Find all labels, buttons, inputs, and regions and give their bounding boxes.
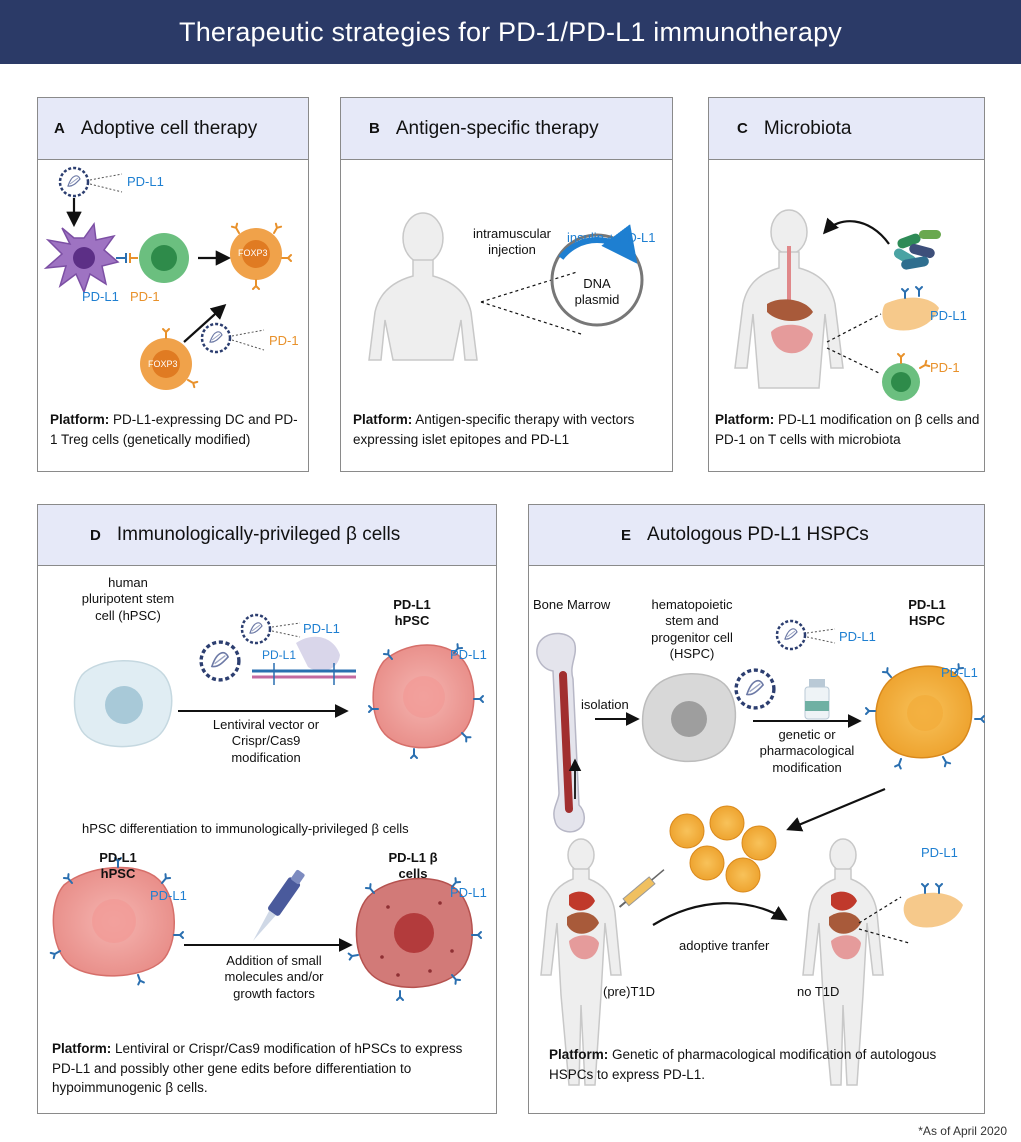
label-addition: Addition of small molecules and/or growt… [224, 953, 324, 1001]
label-pdl1-construct: PD-L1 [262, 648, 297, 662]
panel-d-platform: Platform: Lentiviral or Crispr/Cas9 modi… [52, 1039, 480, 1098]
panel-c-title: Microbiota [763, 117, 852, 139]
label-pdl1-cell-bl: PD-L1 [150, 888, 187, 903]
dendritic-cell-icon [43, 222, 120, 295]
crispr-construct-icon [252, 636, 356, 685]
label-bone-marrow: Bone Marrow [533, 597, 611, 612]
pdl1-hspc-cluster-icon [669, 805, 777, 893]
platform-label: Platform: [353, 412, 413, 427]
bone-marrow-icon [536, 632, 585, 833]
label-adoptive-transfer: adoptive tranfer [679, 938, 770, 953]
panel-b-platform: Platform: Antigen-specific therapy with … [353, 410, 665, 449]
panel-d-header: D Immunologically-privileged β cells [38, 505, 496, 566]
panel-b-letter: B [369, 120, 380, 137]
viral-vector-icon [58, 166, 90, 198]
label-isolation: isolation [581, 697, 629, 712]
drug-vial-icon [804, 679, 830, 720]
header-bar: Therapeutic strategies for PD-1/PD-L1 im… [0, 0, 1021, 64]
label-pre-t1d: (pre)T1D [603, 984, 656, 999]
platform-text: Antigen-specific therapy with vectors ex… [353, 412, 635, 447]
label-pdl1-dc: PD-L1 [82, 289, 119, 304]
label-insulin-pdl1: insulin + PD-L1 [567, 230, 656, 245]
label-hspc: hematopoietic stem and progenitor cell (… [651, 597, 733, 661]
label-no-t1d: no T1D [797, 984, 840, 999]
label-pdl1-pancreas: PD-L1 [921, 845, 958, 860]
label-pdl1-virus: PD-L1 [303, 621, 340, 636]
label-pd1: PD-1 [930, 360, 960, 375]
label-pdl1-hpsc-bottom: PD-L1 hPSC [99, 850, 137, 882]
label-modification: genetic or pharmacological modification [759, 727, 855, 775]
label-pdl1-virus: PD-L1 [839, 629, 876, 644]
human-body-icon [734, 209, 844, 389]
viral-vector-icon [240, 613, 272, 645]
pancreas-icon [882, 297, 939, 331]
panel-a-letter: A [54, 120, 65, 137]
panel-a-platform: Platform: PD-L1-expressing DC and PD-1 T… [50, 410, 300, 449]
panel-e-platform: Platform: Genetic of pharmacological mod… [549, 1045, 969, 1084]
panel-a: A Adoptive cell therapy [37, 97, 309, 472]
panel-c-header: C Microbiota [709, 98, 984, 160]
patient-t1d-icon [540, 838, 622, 1086]
panel-d: D Immunologically-privileged β cells [37, 504, 497, 1114]
panel-e-letter: E [621, 526, 632, 544]
dna-plasmid-icon [550, 233, 644, 327]
pipette-icon [253, 869, 305, 941]
platform-label: Platform: [715, 412, 775, 427]
label-dna-plasmid: DNA plasmid [574, 276, 620, 308]
panel-d-letter: D [90, 526, 101, 544]
label-pdl1-virus: PD-L1 [127, 174, 164, 189]
label-hpsc: human pluripotent stem cell (hPSC) [81, 575, 175, 623]
pancreas-icon [903, 892, 963, 928]
viral-vector-icon [199, 640, 241, 682]
figure-title: Therapeutic strategies for PD-1/PD-L1 im… [179, 16, 842, 47]
panel-c-letter: C [737, 120, 748, 137]
panel-c: C Microbiota PD-L1 PD-1 Platform: PD- [708, 97, 985, 472]
panel-a-title: Adoptive cell therapy [80, 117, 258, 139]
patient-no-t1d-icon [802, 838, 884, 1086]
label-foxp3-top: FOXP3 [238, 248, 268, 258]
platform-label: Platform: [549, 1047, 609, 1062]
panel-d-illustration [49, 613, 484, 1001]
panel-c-illustration [734, 209, 941, 401]
label-pdl1: PD-L1 [930, 308, 967, 323]
panel-b: B Antigen-specific therapy intramuscular… [340, 97, 673, 472]
label-injection: intramuscular injection [472, 226, 552, 258]
panel-e: E Autologous PD-L1 HSPCs [528, 504, 985, 1114]
footnote: *As of April 2020 [918, 1124, 1007, 1138]
label-differentiation: hPSC differentiation to immunologically-… [82, 821, 409, 836]
platform-label: Platform: [50, 412, 110, 427]
label-pdl1-cell: PD-L1 [941, 665, 978, 680]
platform-label: Platform: [52, 1041, 112, 1056]
panel-a-header: A Adoptive cell therapy [38, 98, 308, 160]
platform-text: Genetic of pharmacological modification … [549, 1047, 937, 1082]
syringe-icon [618, 869, 665, 908]
panel-a-illustration [43, 166, 292, 390]
panel-b-header: B Antigen-specific therapy [341, 98, 672, 160]
panel-e-header: E Autologous PD-L1 HSPCs [529, 505, 984, 566]
label-pd1-cell: PD-1 [130, 289, 160, 304]
panel-b-title: Antigen-specific therapy [395, 117, 599, 139]
label-pdl1-hspc: PD-L1 HSPC [908, 597, 946, 629]
platform-text: Lentiviral or Crispr/Cas9 modification o… [52, 1041, 463, 1096]
label-pd1-virus: PD-1 [269, 333, 299, 348]
human-torso-icon [368, 212, 478, 361]
label-pdl1-cell-br: PD-L1 [450, 885, 487, 900]
panel-b-illustration [368, 212, 644, 361]
panel-d-title: Immunologically-privileged β cells [116, 524, 401, 545]
label-foxp3-bottom: FOXP3 [148, 359, 178, 369]
platform-text: PD-L1 modification on β cells and PD-1 o… [715, 412, 980, 447]
viral-vector-icon [200, 322, 232, 354]
microbiota-icon [893, 230, 941, 270]
panel-e-title: Autologous PD-L1 HSPCs [647, 524, 869, 545]
label-pdl1-hpsc-title: PD-L1 hPSC [393, 597, 431, 629]
panel-c-platform: Platform: PD-L1 modification on β cells … [715, 410, 981, 449]
label-pdl1-beta: PD-L1 β cells [388, 850, 438, 882]
platform-text: PD-L1-expressing DC and PD-1 Treg cells … [50, 412, 298, 447]
viral-vector-icon [734, 668, 776, 710]
panel-e-illustration [536, 619, 985, 1086]
label-pdl1-cell-top: PD-L1 [450, 647, 487, 662]
label-lentiviral: Lentiviral vector or Crispr/Cas9 modific… [212, 717, 320, 765]
viral-vector-icon [775, 619, 807, 651]
